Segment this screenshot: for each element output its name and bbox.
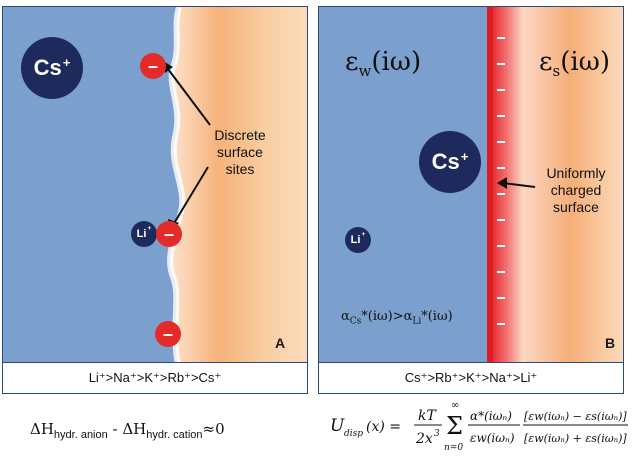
panel-letter-b: B [605,335,616,351]
formula-lhs-sub: disp [344,429,363,439]
surface-charge-dash [497,271,505,273]
cs-ion-large: Cs+ [419,131,481,193]
epsilon-arg: (iω) [560,47,610,77]
epsilon-symbol: ε [539,47,553,77]
site-charge: – [147,56,158,76]
formula-lhs-arg: (x) = [366,419,401,435]
cs-ion-symbol: Cs [33,55,62,80]
frac3-num: [εw(iωₙ) − εs(iωₙ)] [524,410,627,423]
surface-charge-dash [497,297,505,299]
li-ion-symbol: Li [136,228,147,240]
label-line: surface [553,199,599,215]
li-ion-symbol: Li [350,234,361,246]
surface-charge-dash [497,63,505,65]
cs-ion-symbol: Cs [431,149,460,174]
series-caption-a: Li⁺>Na⁺>K⁺>Rb⁺>Cs⁺ [3,362,307,393]
epsilon-water: εw(iω) [345,47,421,80]
epsilon-solid: εs(iω) [539,47,610,80]
li-ion-charge: + [361,230,366,238]
panel-letter-a: A [275,335,286,351]
alpha-arg-li: *(iω) [421,309,453,324]
epsilon-sub: s [552,62,561,81]
series-caption-b: Cs⁺>Rb⁺>K⁺>Na⁺>Li⁺ [319,362,623,393]
formula-den: 2x [415,431,433,447]
panel-b: εw(iω) εs(iω) Cs+ Li+ Uniformly charged … [318,6,624,394]
surface-charge-dash [497,323,505,325]
surface-charge-dash [497,245,505,247]
rough-solid-surface [170,7,307,365]
surface-site-mid: – [156,221,182,247]
label-line: surface [217,144,263,160]
sum-upper: ∞ [451,400,459,411]
surface-charge-dash [497,141,505,143]
cs-ion-large: Cs+ [21,37,83,99]
uniform-solid-surface [489,7,623,365]
site-charge: – [162,324,173,344]
dispersion-formula: U disp (x) = kT 2x 3 ∞ Σ n=0 α*(iωₙ) εw(… [330,400,628,453]
formula-kt: kT [418,408,437,424]
sub-cation: hydr. cation [146,429,203,441]
approx-zero: ≈0 [202,420,225,438]
sum-lower: n=0 [444,443,463,453]
site-charge: – [163,224,174,244]
sub-anion: hydr. anion [53,429,108,441]
frac3-den: [εw(iωₙ) + εs(iωₙ)] [524,432,627,445]
polarizability-inequality: αCs*(iω)>αLi*(iω) [341,309,453,327]
delta-h-cation: - ΔH [107,420,147,438]
alpha-sub-cs: Cs [349,316,362,327]
enthalpy-formula: ΔHhydr. anion - ΔHhydr. cation≈0 [30,420,225,441]
surface-charge-dash [497,219,505,221]
uniform-surface-label: Uniformly charged surface [531,165,621,216]
arrow-to-site-top [164,64,211,126]
arrowhead-surface [497,177,507,189]
arrow-to-surface [502,182,536,188]
epsilon-sub: w [358,62,372,81]
formula-lhs: U [330,416,345,436]
label-line: sites [225,161,255,177]
sum-symbol: Σ [446,412,463,440]
surface-edge [167,7,186,365]
frac2-den: εw(iωₙ) [470,431,515,445]
cs-ion-charge: + [460,148,469,164]
li-ion-charge: + [147,224,152,232]
charged-layer [487,7,493,365]
frac2-num: α*(iωₙ) [470,409,512,423]
surface-charge-dash [497,115,505,117]
surface-site-top: – [140,53,166,79]
panel-b-scene [319,7,623,365]
surface-charge-dash [497,89,505,91]
delta-h-anion: ΔH [30,420,54,438]
cs-ion-charge: + [62,54,71,70]
surface-charge-dash [497,167,505,169]
alpha-symbol: α [341,309,350,324]
formula-den-exp: 3 [434,429,440,439]
epsilon-symbol: ε [345,47,359,77]
panel-a: Cs+ Li+ – – – Discrete surface sites A L… [2,6,308,394]
arrow-to-site-mid [172,166,209,226]
li-ion-small: Li+ [345,227,371,253]
alpha-symbol: α [403,309,413,324]
alpha-arg-cs: *(iω)> [361,309,404,324]
li-ion-small: Li+ [131,221,157,247]
label-line: Discrete [214,127,266,143]
surface-site-bottom: – [155,321,181,347]
alpha-sub-li: Li [412,316,422,327]
discrete-sites-label: Discrete surface sites [195,127,285,178]
surface-charge-dash [497,193,505,195]
label-line: Uniformly [546,165,606,181]
epsilon-arg: (iω) [371,47,422,77]
label-line: charged [550,182,602,198]
surface-charge-dash [497,37,505,39]
